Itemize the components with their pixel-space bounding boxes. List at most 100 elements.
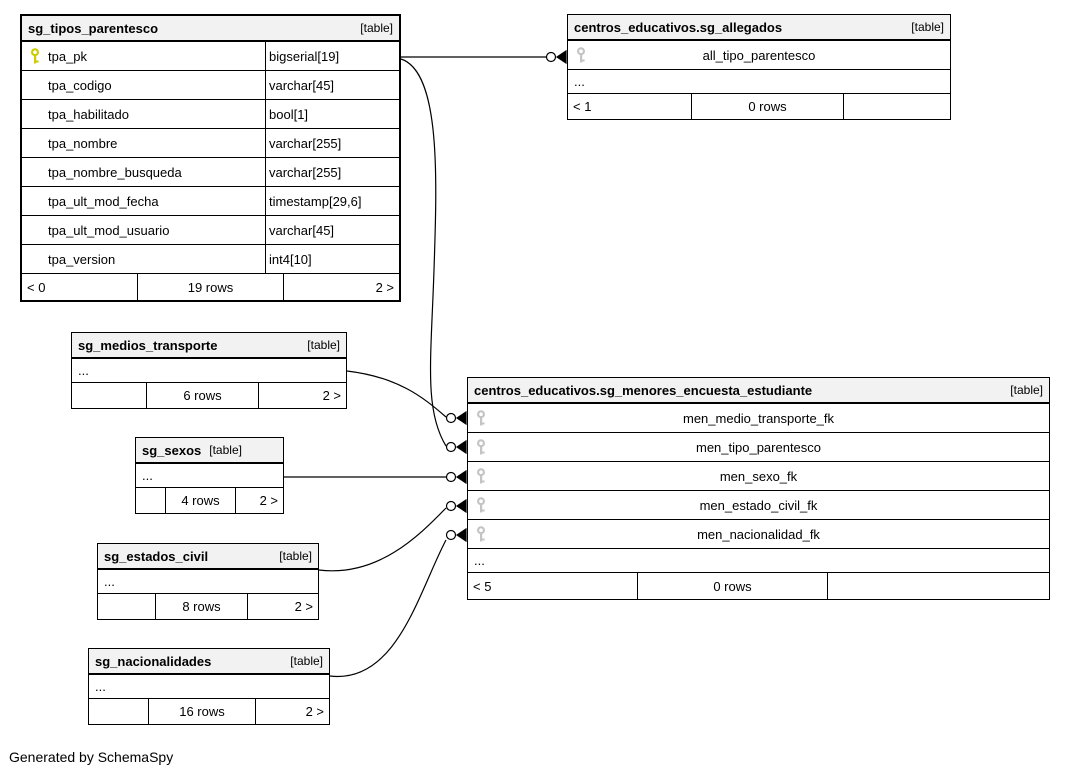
pager-prev[interactable] <box>72 383 146 408</box>
more-columns-ellipsis: ... <box>568 70 950 94</box>
column-row-tpa-version[interactable]: tpa_version int4[10] <box>22 245 399 274</box>
column-name: tpa_pk <box>48 48 88 64</box>
pager-next[interactable]: 2 > <box>283 274 399 300</box>
table-sg-tipos-parentesco[interactable]: sg_tipos_parentesco [table] tpa_pk bigse… <box>20 14 401 302</box>
column-row-men-tipo-parentesco[interactable]: men_tipo_parentesco <box>468 433 1049 462</box>
table-badge: [table] <box>290 654 323 668</box>
crowfoot-endpoint-men-estado-civil <box>445 498 467 514</box>
table-sg-estados-civil[interactable]: sg_estados_civil [table] ... 8 rows 2 > <box>97 543 319 620</box>
pager-prev[interactable] <box>136 488 165 513</box>
table-header[interactable]: sg_medios_transporte [table] <box>72 333 346 359</box>
column-row-tpa-ult-mod-usuario[interactable]: tpa_ult_mod_usuario varchar[45] <box>22 216 399 245</box>
pager-next[interactable] <box>843 94 950 119</box>
table-sg-menores-encuesta-estudiante[interactable]: centros_educativos.sg_menores_encuesta_e… <box>467 377 1050 600</box>
column-row-tpa-pk[interactable]: tpa_pk bigserial[19] <box>22 42 399 71</box>
pager-next[interactable]: 2 > <box>258 383 346 408</box>
row-count: 0 rows <box>691 94 843 119</box>
table-pagination: < 0 19 rows 2 > <box>22 274 399 300</box>
table-sg-allegados[interactable]: centros_educativos.sg_allegados [table] … <box>567 14 951 120</box>
foreign-key-icon <box>568 46 594 64</box>
column-name: men_nacionalidad_fk <box>697 526 820 542</box>
more-columns-ellipsis: ... <box>468 549 1049 573</box>
column-row-men-estado-civil-fk[interactable]: men_estado_civil_fk <box>468 491 1049 520</box>
column-row-men-nacionalidad-fk[interactable]: men_nacionalidad_fk <box>468 520 1049 549</box>
column-row-all-tipo-parentesco[interactable]: all_tipo_parentesco <box>568 41 950 70</box>
column-type: bool[1] <box>265 100 399 128</box>
table-badge: [table] <box>209 443 242 457</box>
pager-next[interactable]: 2 > <box>235 488 283 513</box>
column-name: tpa_ult_mod_usuario <box>48 222 170 238</box>
table-badge: [table] <box>1010 383 1043 397</box>
pager-next[interactable]: 2 > <box>247 594 318 619</box>
foreign-key-icon <box>468 438 494 456</box>
table-header[interactable]: sg_sexos [table] <box>136 438 283 464</box>
table-title: sg_sexos <box>142 442 202 458</box>
column-name: tpa_nombre <box>48 135 118 151</box>
pager-prev[interactable] <box>98 594 155 619</box>
column-type: bigserial[19] <box>265 42 399 70</box>
table-header[interactable]: centros_educativos.sg_allegados [table] <box>568 15 950 41</box>
pager-prev[interactable] <box>89 699 148 724</box>
more-columns-ellipsis: ... <box>72 359 346 383</box>
column-row-tpa-nombre-busqueda[interactable]: tpa_nombre_busqueda varchar[255] <box>22 158 399 187</box>
table-pagination: 16 rows 2 > <box>89 699 329 724</box>
row-count: 0 rows <box>637 573 827 599</box>
crowfoot-endpoint-men-nacionalidad <box>445 527 467 543</box>
column-name: tpa_habilitado <box>48 106 129 122</box>
column-row-men-sexo-fk[interactable]: men_sexo_fk <box>468 462 1049 491</box>
more-columns-ellipsis: ... <box>136 464 283 488</box>
column-name: men_tipo_parentesco <box>695 439 822 455</box>
row-count: 4 rows <box>165 488 235 513</box>
table-title: sg_medios_transporte <box>78 337 218 353</box>
table-pagination: 6 rows 2 > <box>72 383 346 408</box>
column-type: varchar[45] <box>265 71 399 99</box>
crowfoot-endpoint-men-medio-transporte <box>445 410 467 426</box>
column-type: varchar[255] <box>265 129 399 157</box>
column-row-tpa-habilitado[interactable]: tpa_habilitado bool[1] <box>22 100 399 129</box>
table-badge: [table] <box>307 338 340 352</box>
pager-next[interactable]: 2 > <box>255 699 329 724</box>
table-title: centros_educativos.sg_menores_encuesta_e… <box>474 382 813 398</box>
column-row-tpa-ult-mod-fecha[interactable]: tpa_ult_mod_fecha timestamp[29,6] <box>22 187 399 216</box>
pager-next[interactable] <box>827 573 1049 599</box>
relationship-line-tipos-menores <box>400 58 447 447</box>
table-sg-sexos[interactable]: sg_sexos [table] ... 4 rows 2 > <box>135 437 284 514</box>
table-badge: [table] <box>911 20 944 34</box>
table-badge: [table] <box>279 549 312 563</box>
column-row-tpa-codigo[interactable]: tpa_codigo varchar[45] <box>22 71 399 100</box>
column-row-tpa-nombre[interactable]: tpa_nombre varchar[255] <box>22 129 399 158</box>
row-count: 6 rows <box>146 383 258 408</box>
foreign-key-icon <box>468 496 494 514</box>
pager-prev[interactable]: < 5 <box>473 578 492 594</box>
crowfoot-endpoint-men-tipo-parentesco <box>445 439 467 455</box>
table-pagination: 4 rows 2 > <box>136 488 283 513</box>
foreign-key-icon <box>468 525 494 543</box>
column-type: timestamp[29,6] <box>265 187 399 215</box>
more-columns-ellipsis: ... <box>89 675 329 699</box>
crowfoot-endpoint-men-sexo <box>445 469 467 485</box>
column-name: tpa_codigo <box>48 77 112 93</box>
pager-prev[interactable]: < 0 <box>27 279 46 295</box>
column-name: tpa_ult_mod_fecha <box>48 193 159 209</box>
table-pagination: 8 rows 2 > <box>98 594 318 619</box>
table-header[interactable]: sg_tipos_parentesco [table] <box>22 16 399 42</box>
relationship-line-medios-menores <box>346 370 447 418</box>
relationship-line-estados-menores <box>318 507 447 572</box>
column-name: tpa_nombre_busqueda <box>48 164 182 180</box>
table-title: sg_nacionalidades <box>95 653 212 669</box>
pager-prev[interactable]: < 1 <box>573 99 592 114</box>
table-title: sg_estados_civil <box>104 548 209 564</box>
relationship-line-nacionalidades-menores <box>329 539 447 677</box>
table-pagination: < 5 0 rows <box>468 573 1049 599</box>
table-header[interactable]: sg_estados_civil [table] <box>98 544 318 570</box>
table-header[interactable]: sg_nacionalidades [table] <box>89 649 329 675</box>
table-header[interactable]: centros_educativos.sg_menores_encuesta_e… <box>468 378 1049 404</box>
primary-key-icon <box>22 47 48 65</box>
column-name: tpa_version <box>48 251 116 267</box>
table-title: sg_tipos_parentesco <box>28 20 159 36</box>
column-row-men-medio-transporte-fk[interactable]: men_medio_transporte_fk <box>468 404 1049 433</box>
table-sg-medios-transporte[interactable]: sg_medios_transporte [table] ... 6 rows … <box>71 332 347 409</box>
table-sg-nacionalidades[interactable]: sg_nacionalidades [table] ... 16 rows 2 … <box>88 648 330 725</box>
